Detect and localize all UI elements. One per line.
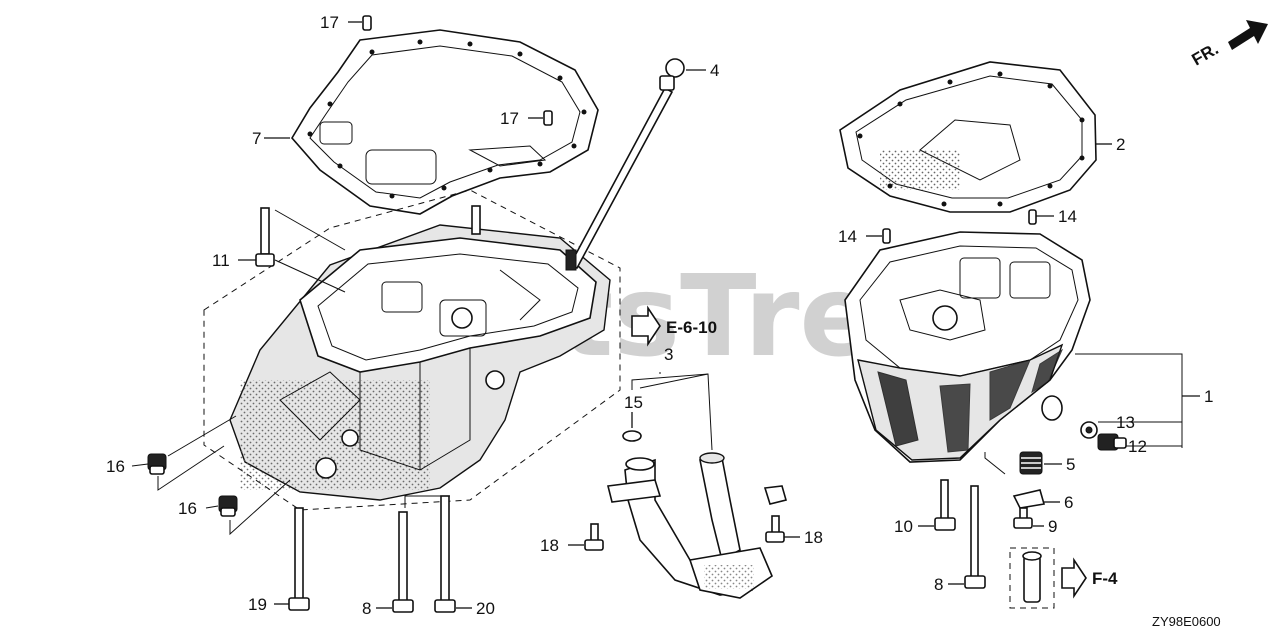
callout-16b: 16 [178,499,197,518]
callout-15: 15 [624,393,643,412]
oil-strainer-3 [607,430,787,599]
callout-12: 12 [1128,437,1147,456]
sleeve-f4 [1022,551,1042,603]
oil-case-left [203,189,621,511]
f4-dashed-box [1009,547,1055,609]
callout-16a: 16 [106,457,125,476]
callout-numbers: 17 17 4 7 2 14 14 11 3 1 15 13 12 5 16 1… [106,13,1213,618]
dowel-pin-17a [362,15,372,31]
cap-16b [218,495,238,517]
diagram-code: ZY98E0600 [1152,614,1221,629]
dowel-pin-14b [1028,209,1037,225]
bolt-top [471,205,481,235]
cap-16a [147,453,167,475]
ref-arrow-e-6-10[interactable]: E-6-10 [631,305,717,347]
gasket-2 [839,61,1097,213]
ref-label-e-6-10: E-6-10 [666,318,717,337]
callout-19: 19 [248,595,267,614]
callout-7: 7 [252,129,261,148]
bolt-19 [288,507,310,611]
leader-lines [131,21,1200,609]
dipstick-4 [565,58,685,271]
oil-pan-1 [844,231,1091,463]
dowel-pin-17b [543,110,553,126]
callout-1: 1 [1204,387,1213,406]
bolt-18b [765,515,785,543]
bolt-10 [934,479,956,531]
callout-18a: 18 [540,536,559,555]
bolt-20 [434,495,456,613]
callout-20: 20 [476,599,495,618]
callout-18b: 18 [804,528,823,547]
callout-17a: 17 [320,13,339,32]
callout-8a: 8 [362,599,371,618]
ref-label-f-4: F-4 [1092,569,1118,588]
bolt-18a [584,523,604,551]
bolt-11 [255,207,275,267]
callout-10: 10 [894,517,913,536]
callout-4: 4 [710,61,719,80]
front-direction-marker: FR. [1189,20,1268,69]
gasket-7 [291,29,599,215]
callout-6: 6 [1064,493,1073,512]
callout-13: 13 [1116,413,1135,432]
bolt-8-left [392,511,414,613]
spring-5 [1019,451,1043,475]
bolt-9 [1013,507,1033,529]
callout-17b: 17 [500,109,519,128]
dowel-pin-14a [882,228,891,244]
drain-bolt-12 [1097,433,1127,451]
callout-3: 3 [664,345,673,364]
callout-14b: 14 [838,227,857,246]
bolt-8-right [964,485,986,589]
callout-9: 9 [1048,517,1057,536]
callout-11: 11 [212,251,230,270]
callout-14a: 14 [1058,207,1077,226]
ref-arrow-f-4[interactable]: F-4 [1061,557,1118,599]
clip-6 [1012,489,1046,509]
front-label: FR. [1189,39,1222,69]
callout-5: 5 [1066,455,1075,474]
callout-2: 2 [1116,135,1125,154]
callout-8b: 8 [934,575,943,594]
